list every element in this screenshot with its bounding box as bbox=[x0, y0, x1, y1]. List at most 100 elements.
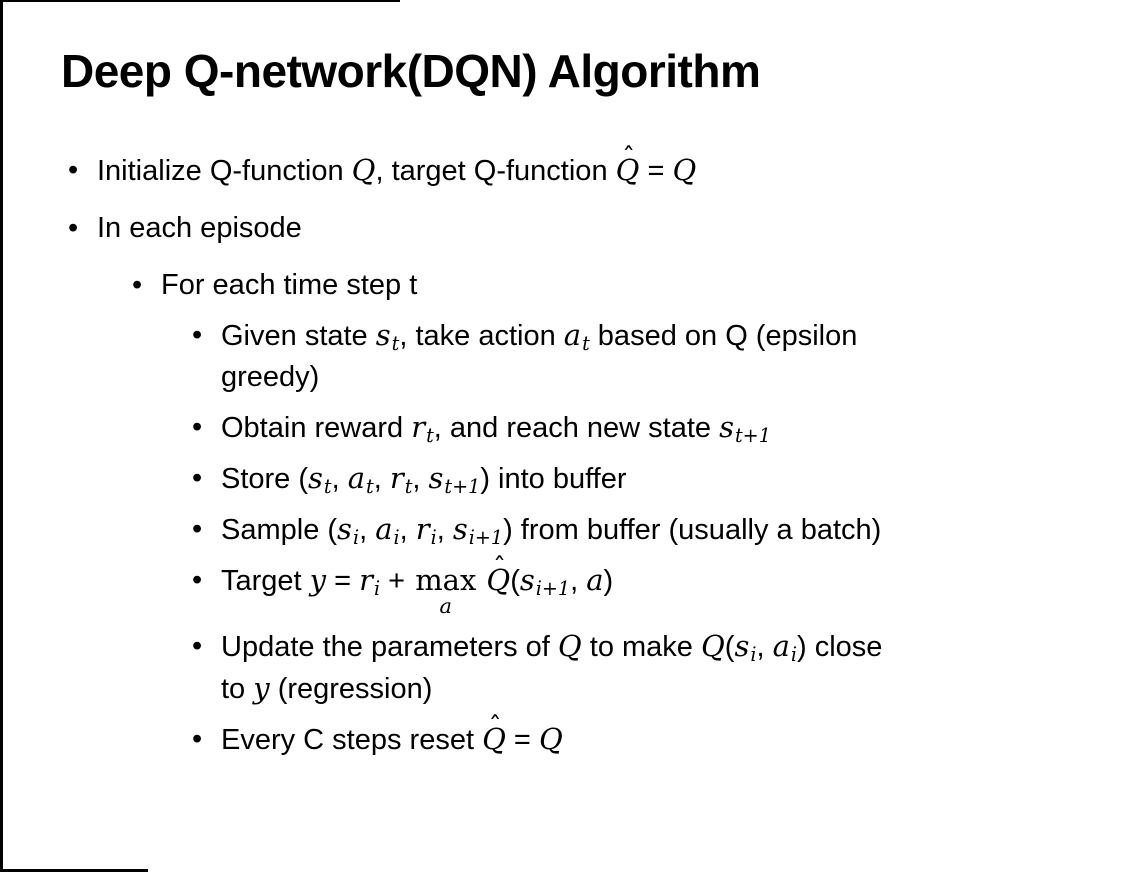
bullet-text: Sample (si, ai, ri, si+1) from buffer (u… bbox=[221, 509, 1073, 551]
text-run: = bbox=[639, 155, 673, 187]
math-var-subscript: rt bbox=[411, 410, 434, 448]
bullet-list: •Initialize Q-function Q, target Q-funct… bbox=[0, 143, 1094, 770]
bullet-text: Store (st, at, rt, st+1) into buffer bbox=[221, 458, 1073, 500]
text-run: Every C steps reset bbox=[221, 723, 483, 756]
text-run: , and reach new state bbox=[433, 412, 720, 444]
text-run: to make bbox=[581, 630, 701, 663]
text-run: , bbox=[756, 630, 773, 663]
math-var-subscript: st+1 bbox=[428, 461, 481, 499]
bullet-text: In each episode bbox=[97, 208, 1094, 249]
math-var-subscript: ri bbox=[415, 512, 437, 550]
text-run: , bbox=[436, 514, 453, 546]
math-var: Q bbox=[700, 628, 725, 663]
math-var-subscript: at bbox=[563, 318, 590, 356]
math-var-subscript: at bbox=[347, 461, 374, 499]
math-var-subscript: st+1 bbox=[719, 410, 771, 448]
bullet-marker: • bbox=[192, 462, 203, 494]
math-var-subscript: ai bbox=[772, 628, 797, 667]
text-run: ) from buffer (usually a batch) bbox=[503, 514, 882, 546]
text-run: For each time step t bbox=[161, 269, 418, 301]
hat-mark: ˆ bbox=[488, 711, 502, 742]
bullet-item: •Update the parameters of Q to make Q(si… bbox=[0, 626, 1094, 710]
bullet-text: Update the parameters of Q to make Q(si,… bbox=[221, 626, 1073, 710]
math-var: y bbox=[253, 670, 270, 705]
math-var-subscript: si+1 bbox=[519, 563, 571, 601]
math-var: Q bbox=[672, 153, 697, 187]
bullet-marker: • bbox=[68, 212, 79, 244]
bullet-item: • For each time step t bbox=[0, 265, 1094, 306]
text-run: , take action bbox=[399, 320, 564, 352]
text-run: + bbox=[380, 565, 414, 597]
text-run: , bbox=[570, 565, 587, 597]
bullet-item: • Given state st, take action at based on… bbox=[0, 315, 1094, 398]
bullet-marker: • bbox=[192, 629, 203, 662]
text-run: Target bbox=[221, 565, 310, 597]
math-var-subscript: st bbox=[308, 461, 332, 499]
text-run: , bbox=[412, 463, 429, 495]
text-run: ( bbox=[724, 630, 735, 663]
text-run: based on Q (epsilon bbox=[589, 320, 858, 352]
math-var-subscript: si bbox=[337, 512, 360, 550]
text-run: In each episode bbox=[97, 212, 302, 244]
text-run bbox=[478, 565, 486, 597]
bullet-marker: • bbox=[192, 722, 203, 755]
bullet-item: •Initialize Q-function Q, target Q-funct… bbox=[0, 143, 1094, 192]
text-run: ) close bbox=[797, 630, 883, 663]
math-var-subscript: st bbox=[375, 318, 400, 356]
bullet-item: • Obtain reward rt, and reach new state s… bbox=[0, 407, 1094, 449]
bullet-item: • In each episode bbox=[0, 208, 1094, 249]
math-var: a bbox=[586, 563, 604, 597]
text-run: , bbox=[399, 514, 416, 546]
bullet-marker: • bbox=[192, 411, 203, 443]
bullet-text: Initialize Q-function Q, target Q-functi… bbox=[97, 143, 1094, 192]
text-run: Sample ( bbox=[221, 514, 338, 546]
text-run: (regression) bbox=[269, 672, 433, 705]
bullet-marker: • bbox=[192, 319, 203, 351]
hat-mark: ˆ bbox=[622, 143, 636, 173]
math-var-subscript: ri bbox=[359, 563, 381, 601]
bullet-text: Given state st, take action at based on … bbox=[221, 315, 1073, 398]
bullet-item: • Sample (si, ai, ri, si+1) from buffer (… bbox=[0, 509, 1094, 551]
bullet-marker: • bbox=[132, 269, 143, 301]
text-run: , bbox=[359, 514, 376, 546]
slide-border-bottom bbox=[0, 869, 148, 872]
text-run: , bbox=[331, 463, 348, 495]
text-run: to bbox=[221, 672, 254, 705]
text-run: greedy) bbox=[221, 361, 320, 393]
bullet-text: Obtain reward rt, and reach new state st… bbox=[221, 407, 1073, 449]
text-run: , target Q-function bbox=[375, 155, 616, 187]
text-run: Store ( bbox=[221, 463, 309, 495]
math-var-subscript: si bbox=[734, 628, 757, 667]
text-run: Update the parameters of bbox=[221, 630, 558, 663]
math-var: y bbox=[309, 563, 327, 597]
math-var-subscript: ai bbox=[375, 512, 400, 550]
hat-mark: ˆ bbox=[492, 553, 507, 583]
math-var-subscript: rt bbox=[389, 461, 413, 499]
bullet-marker: • bbox=[192, 513, 203, 545]
math-var: Q bbox=[351, 153, 376, 187]
slide-border-left bbox=[0, 0, 3, 872]
bullet-marker: • bbox=[68, 154, 79, 186]
bullet-marker: • bbox=[192, 564, 203, 596]
text-run: Given state bbox=[221, 320, 376, 352]
math-var-subscript: si+1 bbox=[452, 512, 504, 550]
math-var: Q bbox=[557, 628, 582, 663]
text-run: ( bbox=[510, 565, 520, 597]
bullet-text: For each time step t bbox=[161, 265, 1094, 306]
text-run: Initialize Q-function bbox=[97, 155, 352, 187]
slide-title: Deep Q-network(DQN) Algorithm bbox=[61, 45, 761, 97]
text-run: = bbox=[326, 565, 360, 597]
text-run: Obtain reward bbox=[221, 412, 412, 444]
text-run: ) into buffer bbox=[480, 463, 627, 495]
text-run: = bbox=[505, 723, 539, 756]
text-run: , bbox=[373, 463, 390, 495]
